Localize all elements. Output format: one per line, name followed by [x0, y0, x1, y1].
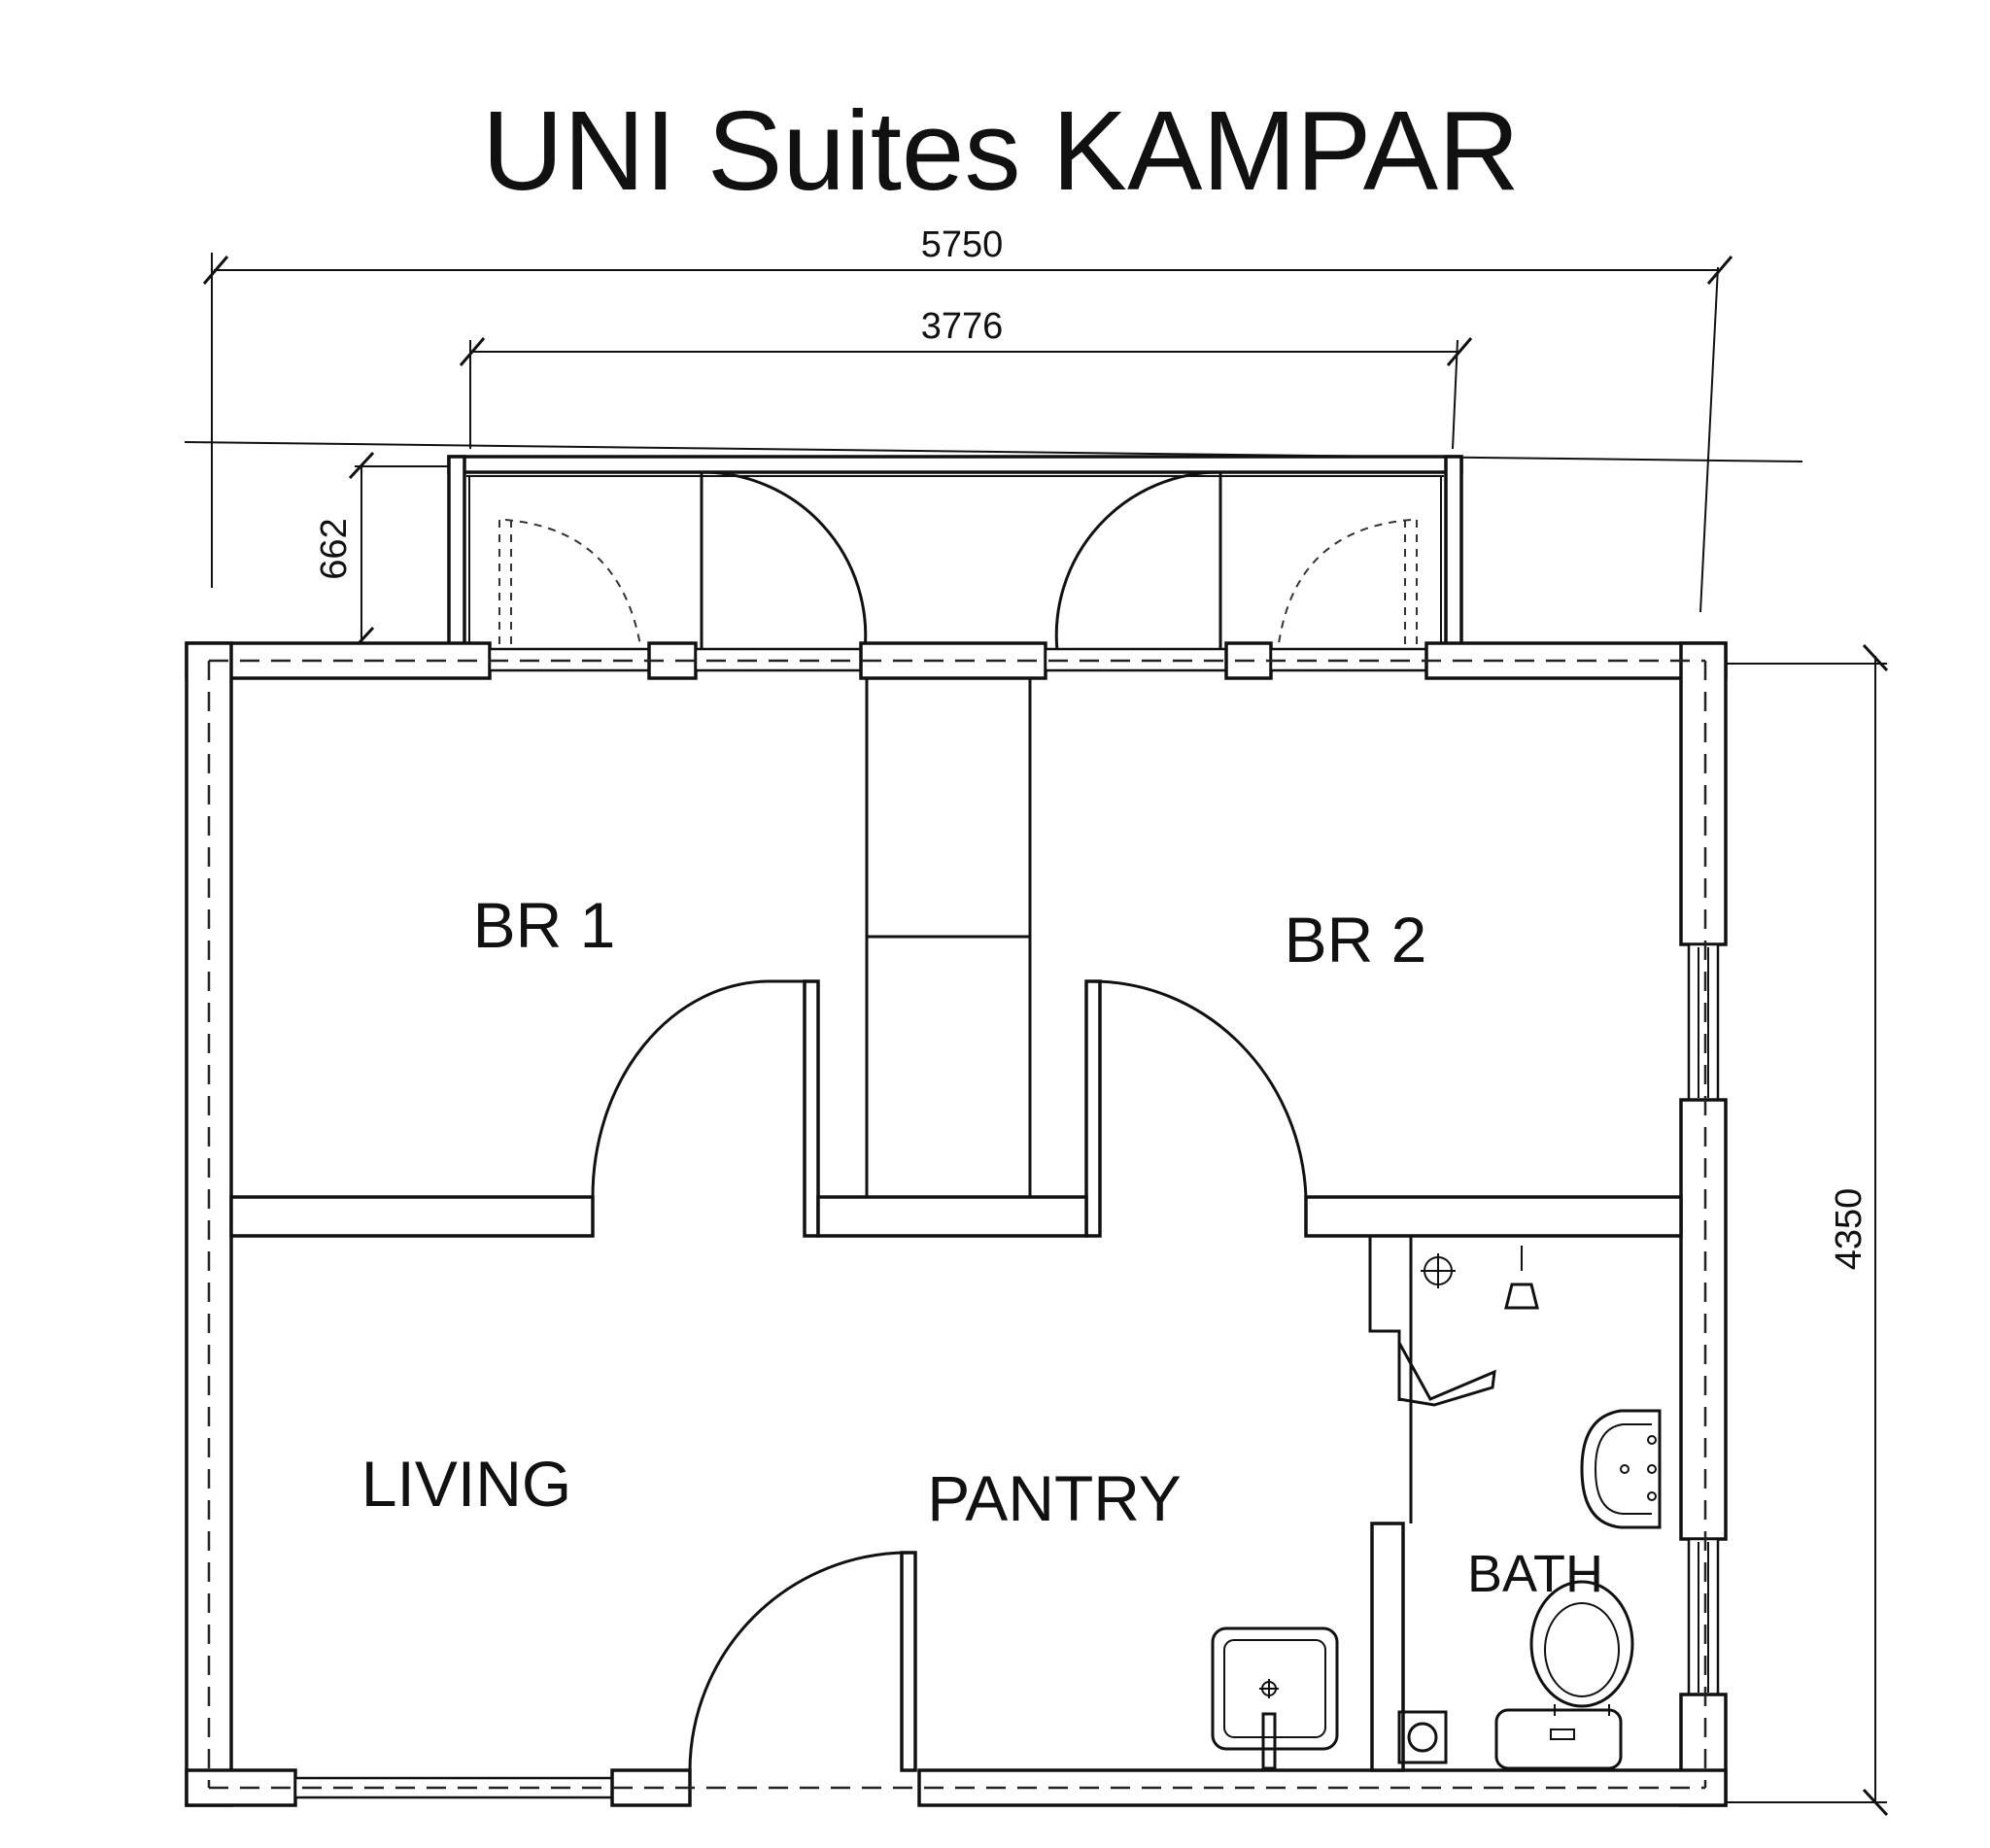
room-label-br2: BR 2 — [1285, 904, 1427, 975]
dimension-balcony-depth: 662 — [184, 441, 1803, 655]
room-label-pantry: PANTRY — [927, 1462, 1182, 1534]
toilet — [1494, 1580, 1634, 1770]
dimension-label-662: 662 — [314, 518, 355, 579]
room-label-br1: BR 1 — [473, 889, 616, 961]
kitchen-sink — [1211, 1626, 1339, 1770]
dimension-overall-height: 4350 — [1710, 643, 1889, 1817]
dimension-label-3776: 3776 — [921, 306, 1004, 347]
bathroom-basin — [1580, 1409, 1662, 1529]
dimension-inner-width: 3776 — [459, 306, 1473, 450]
plan-title: UNI Suites KAMPAR — [482, 87, 1520, 214]
room-label-living: LIVING — [361, 1448, 571, 1520]
exterior-walls — [185, 641, 1728, 1807]
room-label-bath: BATH — [1467, 1545, 1603, 1603]
dimension-overall-width: 5750 — [202, 224, 1733, 613]
balcony — [447, 455, 1463, 665]
water-heater — [1397, 1710, 1448, 1764]
interior-walls — [229, 678, 1683, 1772]
shower — [1421, 1246, 1539, 1310]
dimension-label-5750: 5750 — [921, 224, 1004, 265]
dimension-label-4350: 4350 — [1829, 1188, 1870, 1271]
door-swings — [591, 979, 1308, 1772]
